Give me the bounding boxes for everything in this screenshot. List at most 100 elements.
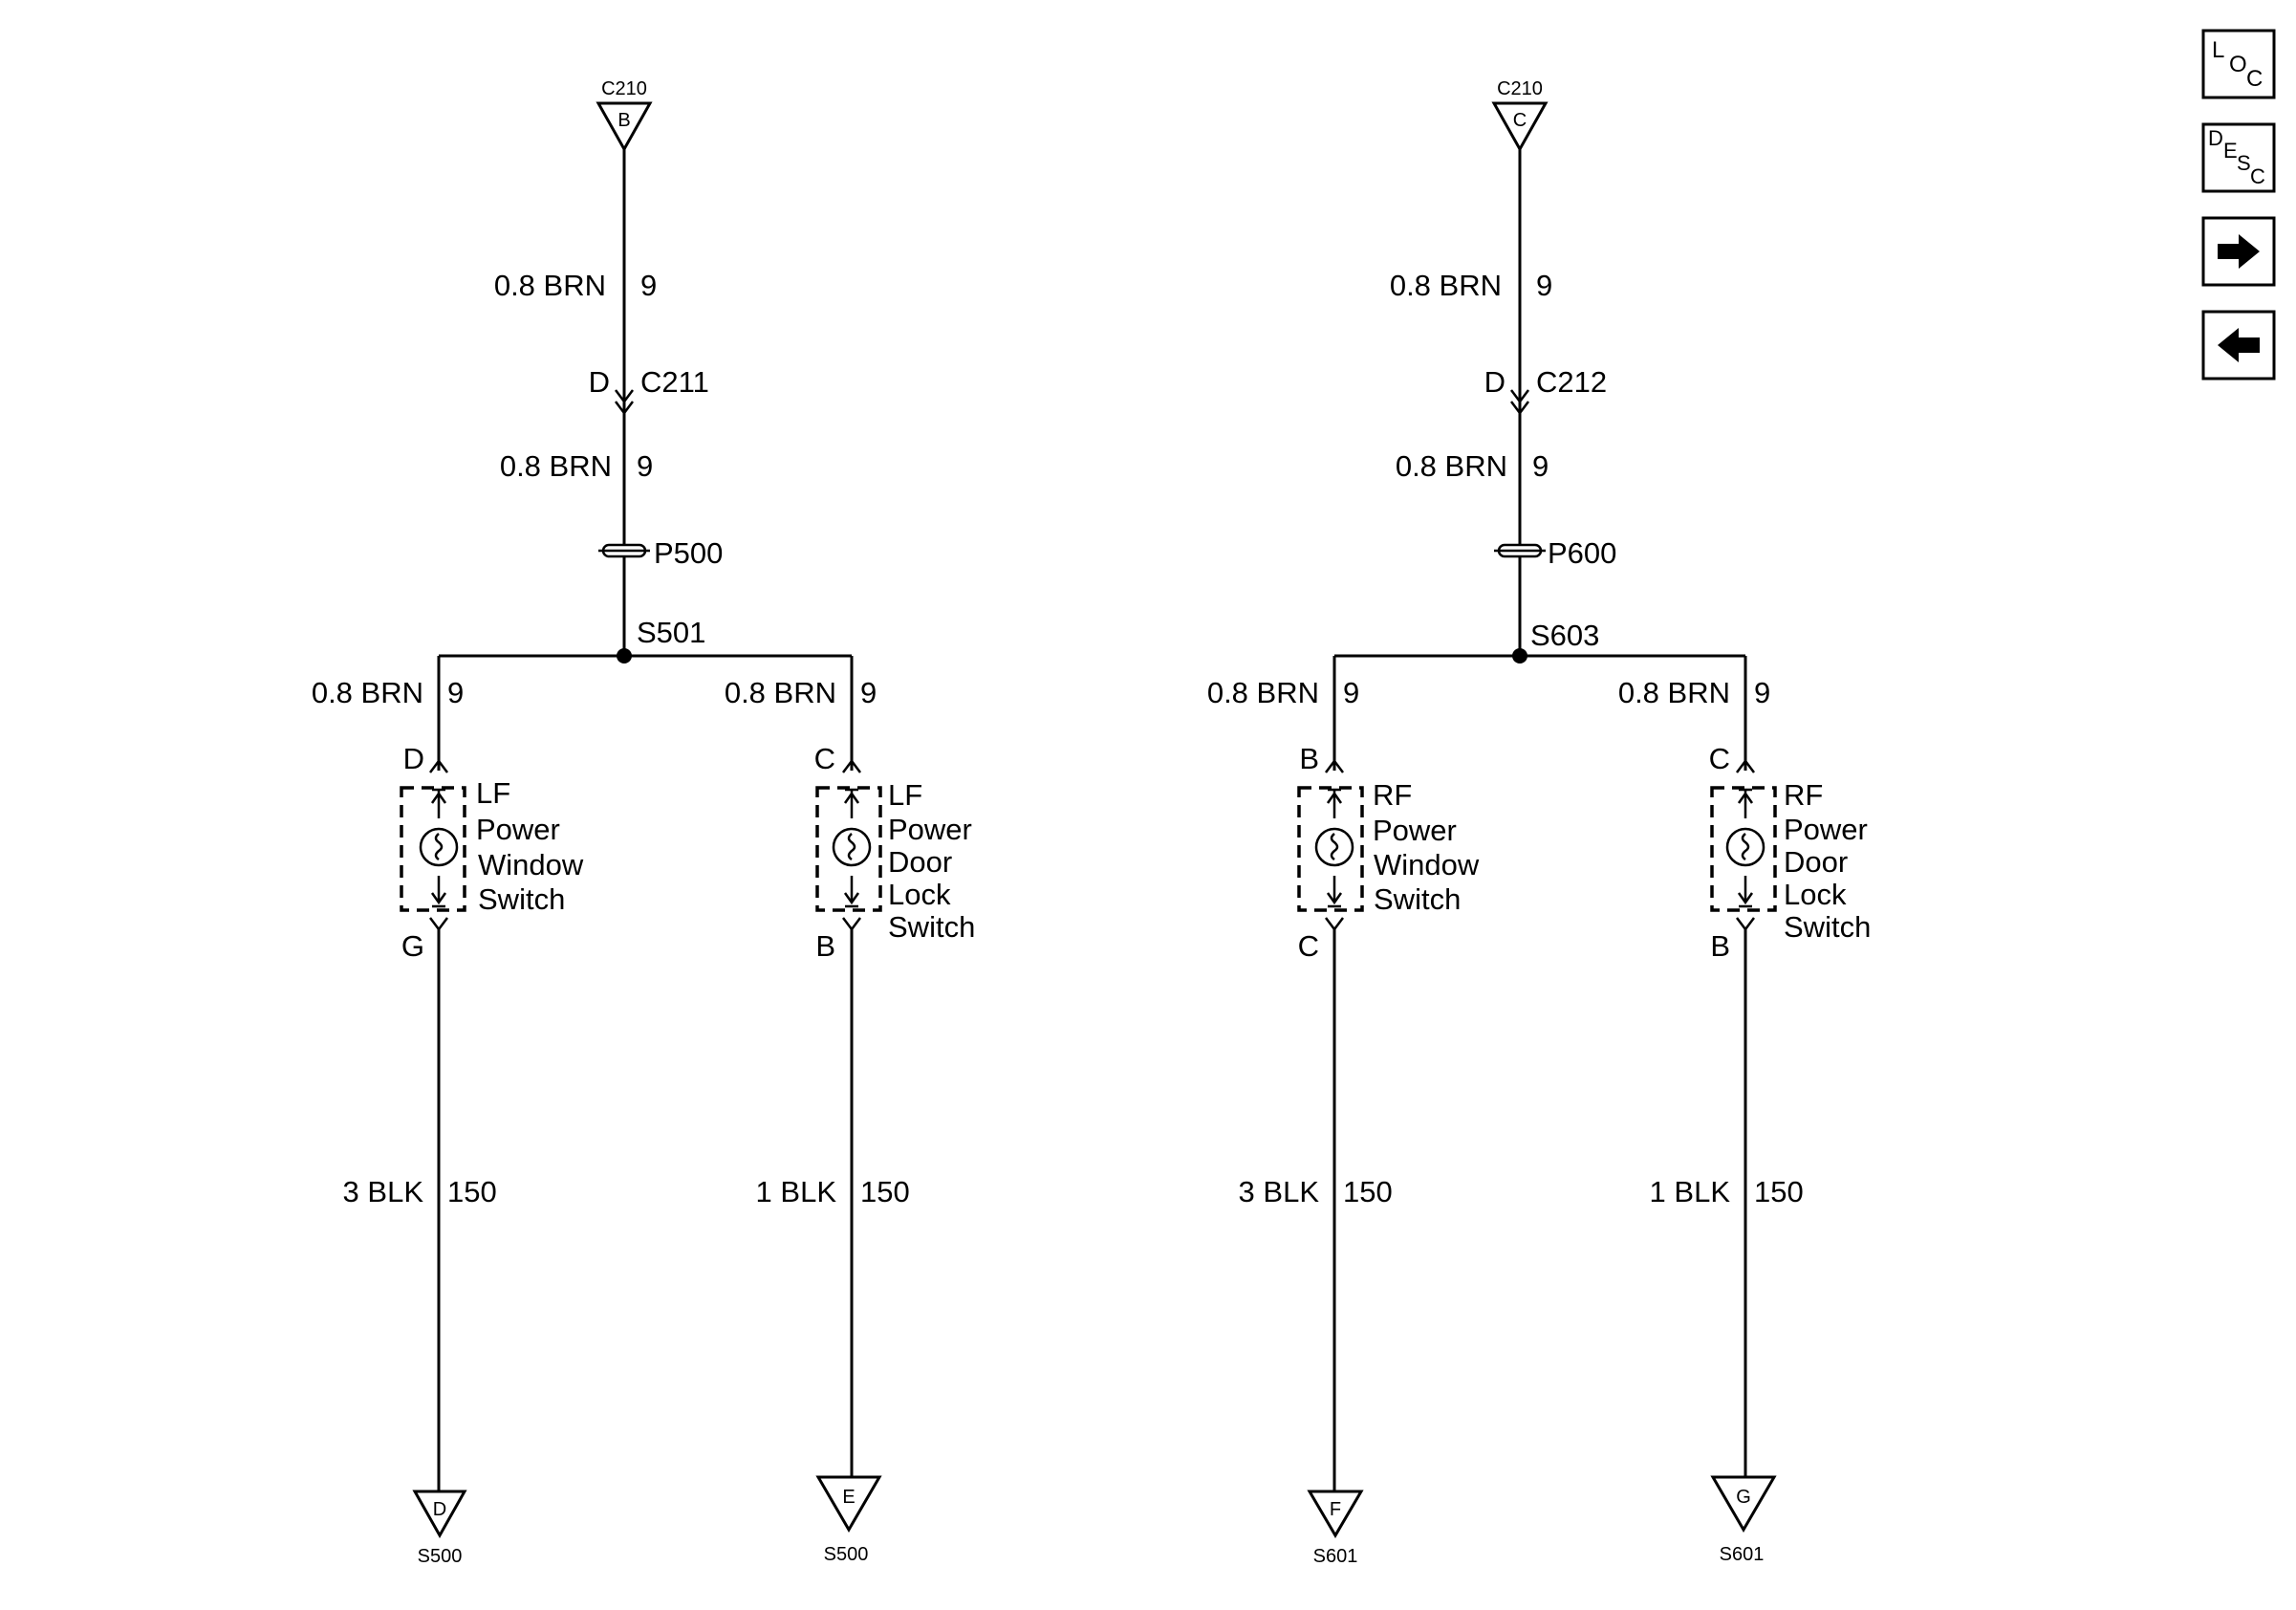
inline-connector-pin: D: [589, 365, 610, 399]
branch-wire-bottom-label: 3 BLK: [343, 1175, 424, 1208]
description-button[interactable]: D E S C: [2201, 122, 2276, 193]
next-page-button[interactable]: [2201, 216, 2276, 287]
loc-letter-2: O: [2229, 52, 2247, 77]
ground-cavity: D: [433, 1499, 446, 1520]
inline-connector-name: C211: [640, 365, 709, 399]
component-name-line-2: Power: [1784, 813, 1868, 846]
previous-page-button[interactable]: [2201, 310, 2276, 381]
component-name-line-1: RF: [1373, 778, 1412, 812]
ground-symbol: [1307, 1490, 1364, 1538]
location-button[interactable]: L O C: [2201, 29, 2276, 99]
branch-wire-bottom-label: 1 BLK: [1650, 1175, 1731, 1208]
pass-through-name: P500: [654, 536, 723, 570]
switch-contact-icon: [1725, 827, 1765, 867]
branch-wire-top-circuit: 9: [1343, 676, 1359, 709]
top-connector-cavity: B: [617, 110, 630, 131]
ground-cavity: F: [1330, 1499, 1341, 1520]
pass-through-symbol: [598, 543, 650, 558]
branch-wire-top-circuit: 9: [447, 676, 464, 709]
branch-wire-bottom-label: 1 BLK: [756, 1175, 837, 1208]
component-outline: [1710, 786, 1777, 912]
component-pin-bottom: C: [1298, 929, 1319, 963]
branch-wire-top-label: 0.8 BRN: [1207, 676, 1319, 709]
inline-connector-pin: D: [1484, 365, 1505, 399]
ground-name: S500: [824, 1544, 869, 1565]
switch-contact-icon: [832, 827, 872, 867]
top-connector-name: C210: [1497, 78, 1543, 99]
ground-symbol: [1710, 1475, 1777, 1533]
branch-door-lock-switch: 0.8 BRN 9 C B RF Power Door Lock Switch …: [1618, 656, 1871, 1565]
loc-letter-1: L: [2212, 37, 2224, 63]
component-pin-top: C: [1709, 742, 1730, 775]
wire-mid-label: 0.8 BRN: [1396, 449, 1507, 483]
component-outline: [815, 786, 882, 912]
pass-through-name: P600: [1548, 536, 1616, 570]
splice-name: S501: [637, 616, 705, 649]
wire-upper-circuit: 9: [640, 269, 657, 302]
branch-wire-bottom-label: 3 BLK: [1239, 1175, 1320, 1208]
top-connector-cavity: C: [1513, 110, 1527, 131]
branch-wire-bottom-circuit: 150: [1754, 1175, 1804, 1208]
nav-toolbar: L O C D E S C: [2201, 29, 2276, 381]
component-name-line-2: Power: [476, 813, 560, 846]
pass-through-symbol: [1494, 543, 1546, 558]
branch-wire-bottom-circuit: 150: [860, 1175, 910, 1208]
component-name-line-4: Lock: [1784, 878, 1847, 911]
wire-mid-label: 0.8 BRN: [500, 449, 612, 483]
component-name-line-4: Switch: [478, 882, 565, 916]
branch-window-switch: 0.8 BRN 9 D G LF Power Window Switch 3 B…: [312, 656, 584, 1567]
component-pin-top: D: [403, 742, 424, 775]
wire-upper-circuit: 9: [1536, 269, 1552, 302]
splice-name: S603: [1530, 619, 1599, 652]
component-outline: [1297, 786, 1364, 912]
component-pin-bottom: G: [401, 929, 424, 963]
component-name-line-2: Power: [888, 813, 972, 846]
left-circuit: C210 B 0.8 BRN 9 D C211 0.8 BRN 9 P500 S…: [312, 78, 975, 1567]
component-name-line-5: Switch: [888, 910, 975, 944]
component-name-line-1: RF: [1784, 778, 1823, 812]
branch-wire-top-circuit: 9: [1754, 676, 1770, 709]
branch-wire-top-label: 0.8 BRN: [312, 676, 423, 709]
switch-contact-icon: [419, 827, 459, 867]
wire-mid-circuit: 9: [1532, 449, 1549, 483]
component-pin-top: B: [1299, 742, 1319, 775]
top-connector-symbol: [1491, 101, 1549, 153]
desc-letter-2: E: [2223, 139, 2238, 163]
ground-symbol: [412, 1490, 467, 1539]
ground-name: S601: [1313, 1546, 1358, 1567]
switch-contact-icon: [1314, 827, 1354, 867]
component-pin-bottom: B: [1710, 929, 1730, 963]
ground-cavity: G: [1736, 1487, 1751, 1508]
ground-symbol: [815, 1475, 882, 1533]
component-name-line-3: Door: [1784, 845, 1848, 879]
component-name-line-3: Door: [888, 845, 952, 879]
component-name-line-3: Window: [478, 848, 584, 881]
ground-name: S601: [1720, 1544, 1765, 1565]
component-name-line-4: Lock: [888, 878, 951, 911]
right-circuit: C210 C 0.8 BRN 9 D C212 0.8 BRN 9 P600 S…: [1207, 78, 1871, 1567]
component-name-line-4: Switch: [1374, 882, 1461, 916]
ground-name: S500: [418, 1546, 463, 1567]
wire-mid-circuit: 9: [637, 449, 653, 483]
top-connector-name: C210: [601, 78, 647, 99]
ground-cavity: E: [842, 1487, 855, 1508]
wire-upper-label: 0.8 BRN: [494, 269, 606, 302]
component-name-line-2: Power: [1373, 814, 1457, 847]
desc-letter-4: C: [2250, 164, 2265, 188]
wire-upper-label: 0.8 BRN: [1390, 269, 1502, 302]
desc-letter-1: D: [2208, 126, 2223, 150]
arrow-right-icon: [2218, 234, 2260, 269]
component-outline: [400, 786, 466, 912]
branch-wire-top-label: 0.8 BRN: [1618, 676, 1730, 709]
loc-letter-3: C: [2246, 66, 2263, 92]
branch-window-switch: 0.8 BRN 9 B C RF Power Window Switch 3 B…: [1207, 656, 1480, 1567]
component-name-line-1: LF: [476, 776, 510, 810]
branch-wire-bottom-circuit: 150: [1343, 1175, 1393, 1208]
component-name-line-5: Switch: [1784, 910, 1871, 944]
inline-connector-name: C212: [1536, 365, 1607, 399]
inline-connector-symbol: [1510, 389, 1529, 416]
branch-wire-top-circuit: 9: [860, 676, 877, 709]
component-name-line-1: LF: [888, 778, 922, 812]
component-pin-bottom: B: [815, 929, 835, 963]
